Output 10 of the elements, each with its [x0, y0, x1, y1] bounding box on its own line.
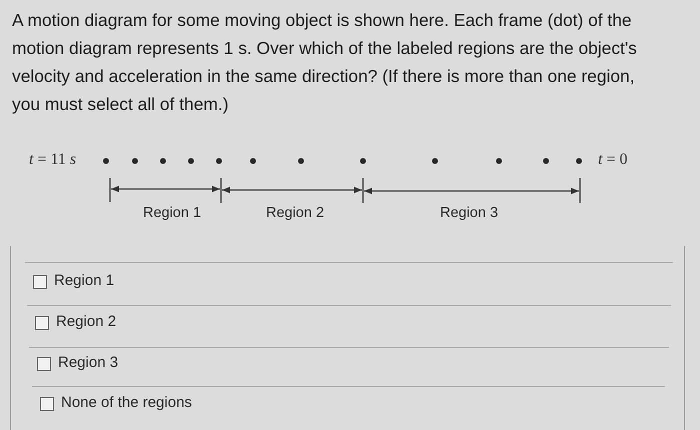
option-label: None of the regions — [61, 394, 192, 411]
option-label: Region 1 — [54, 272, 114, 289]
question-text: A motion diagram for some moving object is shown here. Each frame (dot) of the motion diagram represents 1 s. Over which of the labeled regions are the object's velocity and acceleration in the same direction? (If there is more than one region, you must select all of them.) — [12, 9, 638, 116]
time-label: t = 0 — [598, 151, 628, 169]
time-label: t = 11 s — [29, 151, 76, 169]
option-label: Region 3 — [58, 354, 118, 371]
region-label: Region 3 — [440, 205, 498, 221]
option-label: Region 2 — [56, 313, 116, 330]
region-label: Region 2 — [266, 205, 324, 221]
region-label: Region 1 — [142, 205, 202, 221]
